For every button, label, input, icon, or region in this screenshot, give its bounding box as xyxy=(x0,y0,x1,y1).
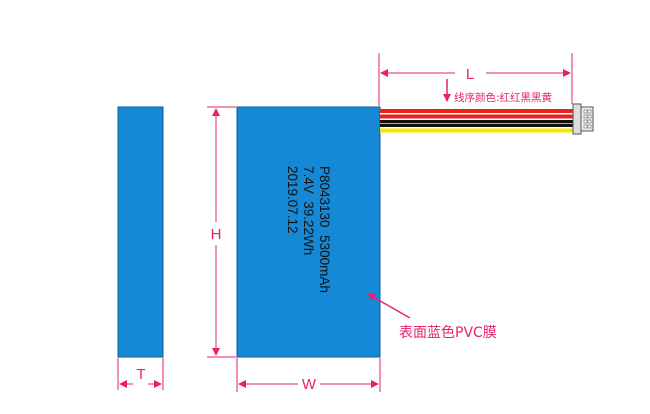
wire-color-note: 线序颜色:红红黑黑黄 xyxy=(454,91,552,104)
wire-bundle xyxy=(380,109,573,133)
battery-side-view xyxy=(117,106,164,358)
cell-label-line2: 7.4V 39.22Wh xyxy=(301,166,316,255)
surface-note-arrow xyxy=(367,293,411,319)
surface-film-note: 表面蓝色PVC膜 xyxy=(399,324,497,341)
dimension-thickness xyxy=(117,358,164,390)
dimension-width xyxy=(236,358,381,392)
dimension-height xyxy=(207,106,236,358)
battery-front-view xyxy=(236,106,381,358)
cell-label-line3: 2019.07.12 xyxy=(285,166,300,234)
cell-label: P8043130 5300mAh 7.4V 39.22Wh 2019.07.12 xyxy=(285,166,332,293)
dimension-thickness-label: T xyxy=(136,366,145,383)
dimension-height-label: H xyxy=(211,226,222,243)
dimension-length xyxy=(378,53,573,106)
connector-icon xyxy=(572,103,594,135)
cell-label-line1: P8043130 5300mAh xyxy=(317,166,332,293)
dimension-width-label: W xyxy=(302,376,317,393)
dimension-length-label: L xyxy=(466,66,474,83)
